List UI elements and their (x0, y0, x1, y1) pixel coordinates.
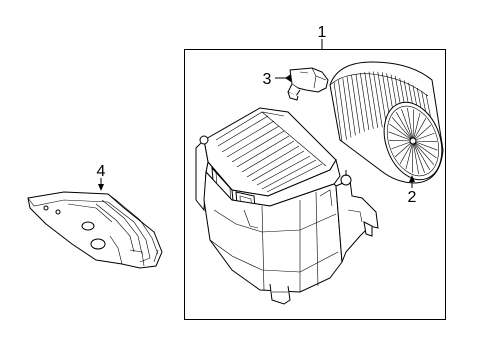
callout-3: 3 (263, 71, 272, 88)
assembly-frame (184, 49, 446, 320)
filter-element-part-2 (329, 61, 444, 188)
intake-duct-part-4 (27, 178, 163, 269)
callout-4: 4 (97, 163, 106, 180)
sensor-part-3 (275, 67, 329, 101)
callout-1: 1 (318, 24, 327, 41)
air-box-housing-part-1 (195, 107, 379, 305)
filter-face-spokes (388, 108, 438, 174)
callout-2: 2 (408, 189, 417, 206)
